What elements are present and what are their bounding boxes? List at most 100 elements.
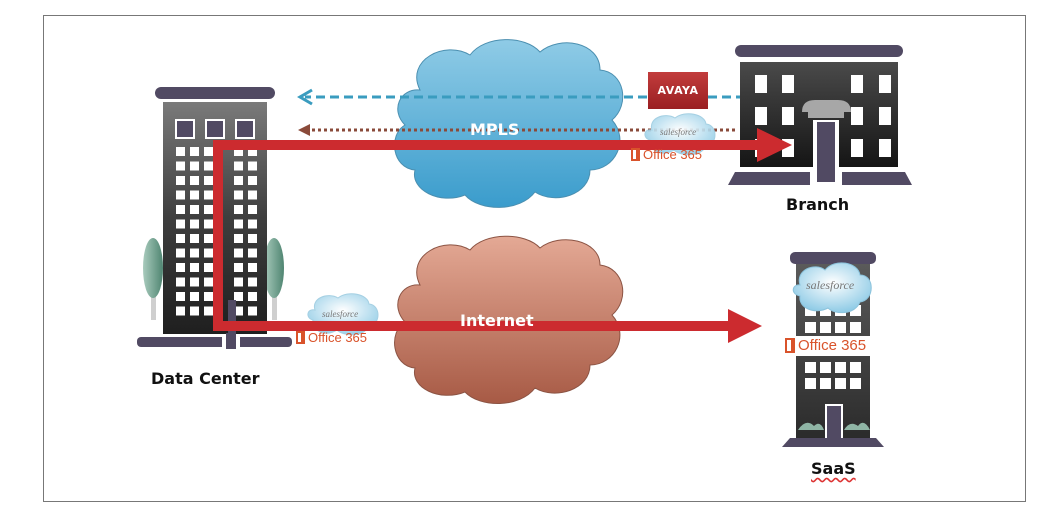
window bbox=[851, 107, 863, 125]
window bbox=[850, 362, 861, 373]
window bbox=[820, 305, 831, 316]
window bbox=[851, 139, 863, 157]
window bbox=[805, 322, 816, 333]
window bbox=[248, 176, 257, 185]
window bbox=[248, 161, 257, 171]
window bbox=[190, 292, 199, 301]
salesforce-label: salesforce bbox=[660, 127, 697, 137]
window bbox=[234, 248, 243, 258]
window bbox=[234, 306, 243, 316]
window bbox=[204, 263, 213, 272]
window bbox=[782, 107, 794, 125]
window bbox=[850, 322, 861, 333]
window bbox=[176, 147, 185, 156]
window bbox=[176, 277, 185, 287]
window bbox=[234, 277, 243, 287]
branch-building-icon bbox=[728, 45, 912, 185]
window bbox=[204, 190, 213, 200]
window bbox=[190, 277, 199, 287]
arrowhead-branch bbox=[757, 128, 792, 162]
saas-label: SaaS bbox=[811, 459, 856, 478]
window bbox=[234, 176, 243, 185]
window bbox=[204, 277, 213, 287]
window bbox=[248, 219, 257, 229]
window bbox=[190, 176, 199, 185]
window bbox=[176, 176, 185, 185]
window bbox=[835, 322, 846, 333]
office365-icon bbox=[785, 338, 795, 353]
window bbox=[204, 147, 213, 156]
window bbox=[204, 306, 213, 316]
window bbox=[176, 161, 185, 171]
window bbox=[176, 219, 185, 229]
diagram-frame bbox=[43, 15, 1026, 502]
window bbox=[234, 190, 243, 200]
office365-label: Office 365 bbox=[308, 330, 368, 345]
window bbox=[176, 248, 185, 258]
internet-cloud bbox=[394, 235, 624, 404]
window bbox=[851, 75, 863, 93]
window bbox=[176, 234, 185, 243]
window bbox=[190, 190, 199, 200]
office365-icon bbox=[631, 148, 640, 161]
window bbox=[755, 107, 767, 125]
window bbox=[176, 306, 185, 316]
window bbox=[190, 205, 199, 214]
tree-icon bbox=[143, 238, 163, 320]
window bbox=[204, 248, 213, 258]
window bbox=[204, 161, 213, 171]
window bbox=[755, 75, 767, 93]
window bbox=[248, 147, 257, 156]
window bbox=[234, 263, 243, 272]
window bbox=[176, 292, 185, 301]
window bbox=[820, 378, 831, 389]
avaya-badge: AVAYA bbox=[648, 72, 708, 109]
window bbox=[234, 205, 243, 214]
window bbox=[190, 306, 199, 316]
window bbox=[805, 362, 816, 373]
window bbox=[805, 305, 816, 316]
window bbox=[190, 234, 199, 243]
window bbox=[820, 322, 831, 333]
window bbox=[850, 378, 861, 389]
window bbox=[879, 139, 891, 157]
window bbox=[820, 362, 831, 373]
window bbox=[248, 292, 257, 301]
window bbox=[248, 205, 257, 214]
saas-building-icon bbox=[782, 252, 884, 447]
salesforce-label: salesforce bbox=[322, 309, 359, 319]
window bbox=[248, 277, 257, 287]
window bbox=[248, 306, 257, 316]
window bbox=[234, 219, 243, 229]
window bbox=[234, 234, 243, 243]
office365-logo: Office 365 bbox=[631, 147, 702, 162]
backhaul-traffic-arrow bbox=[213, 128, 792, 343]
window bbox=[190, 263, 199, 272]
mpls-cloud bbox=[394, 39, 624, 208]
tree-icon bbox=[264, 238, 284, 320]
salesforce-label: salesforce bbox=[806, 278, 855, 292]
window bbox=[176, 205, 185, 214]
arrowhead-saas bbox=[728, 309, 762, 343]
window bbox=[204, 176, 213, 185]
window bbox=[190, 147, 199, 156]
branch-label: Branch bbox=[786, 195, 850, 214]
window bbox=[248, 263, 257, 272]
window bbox=[850, 305, 861, 316]
window bbox=[782, 75, 794, 93]
window bbox=[879, 75, 891, 93]
window bbox=[879, 107, 891, 125]
window bbox=[805, 378, 816, 389]
salesforce-cloud-icon bbox=[792, 262, 872, 314]
office365-logo: Office 365 bbox=[785, 337, 866, 354]
window bbox=[204, 292, 213, 301]
window bbox=[248, 248, 257, 258]
window bbox=[234, 292, 243, 301]
internet-label: Internet bbox=[460, 311, 534, 330]
window bbox=[248, 190, 257, 200]
mpls-label: MPLS bbox=[470, 120, 520, 139]
saas-backhaul-link bbox=[298, 124, 735, 136]
office365-logo: Office 365 bbox=[296, 330, 367, 345]
window bbox=[204, 219, 213, 229]
data-center-label: Data Center bbox=[151, 369, 260, 388]
